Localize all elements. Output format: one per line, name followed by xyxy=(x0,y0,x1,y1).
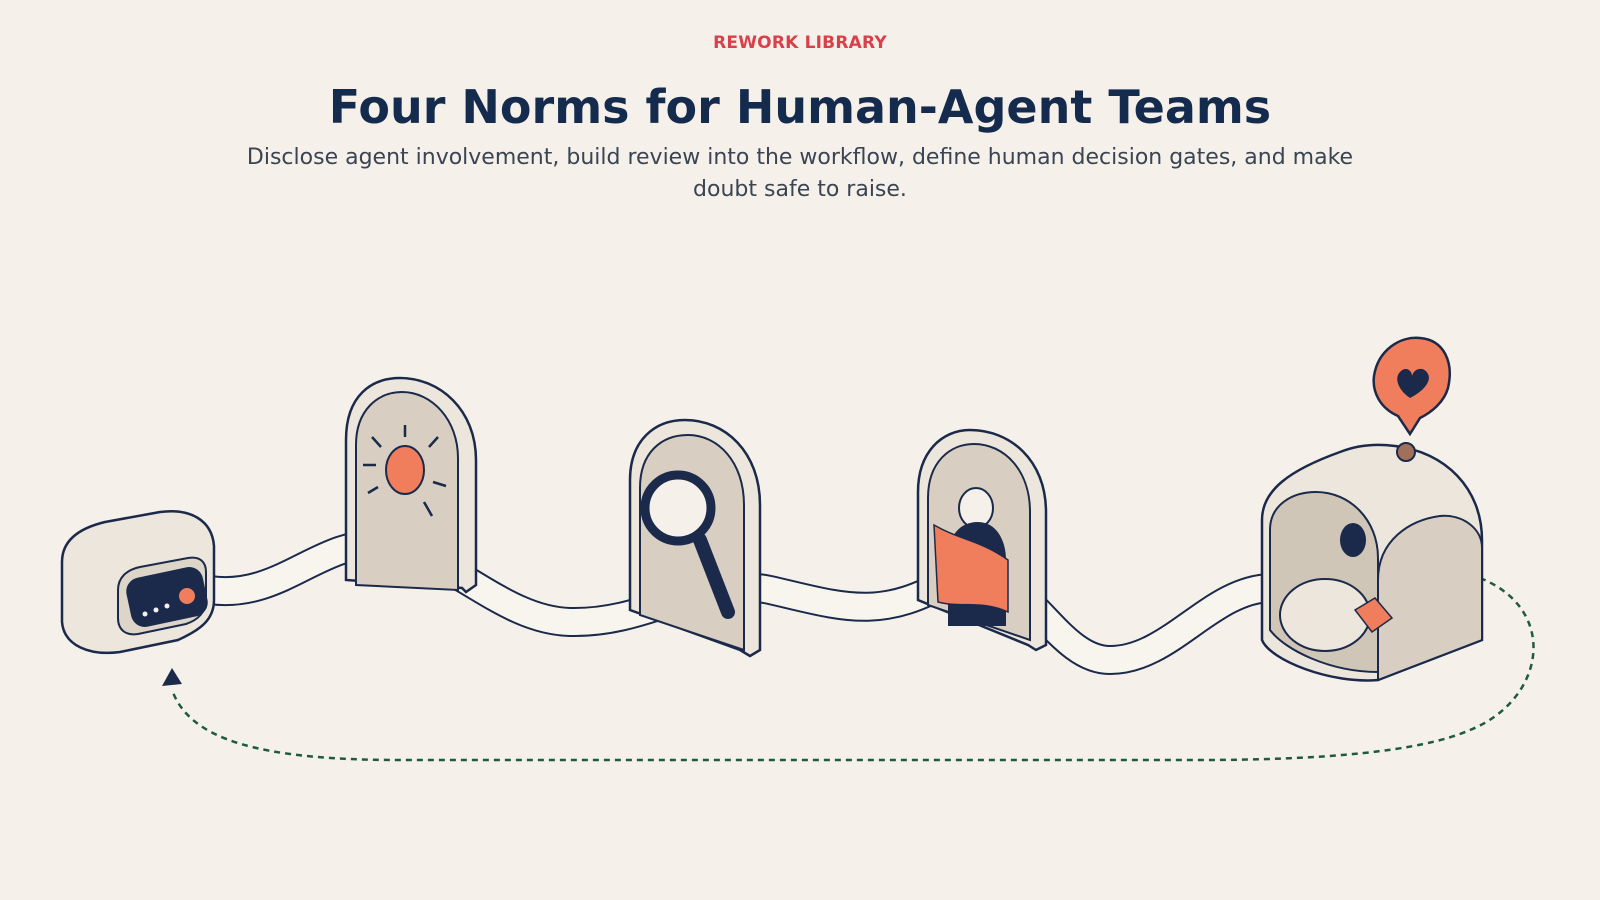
review-arch xyxy=(628,418,762,658)
safe-space-pod xyxy=(1260,336,1484,682)
human-gate-arch xyxy=(916,428,1048,652)
lightbulb-arch xyxy=(344,376,478,594)
agent-device-icon xyxy=(60,510,216,655)
page-subtitle: Disclose agent involvement, build review… xyxy=(246,145,1354,202)
lightbulb-icon xyxy=(363,425,447,517)
return-loop-path xyxy=(170,576,1535,762)
library-kicker: REWORK LIBRARY xyxy=(713,33,887,53)
human-gate-icon xyxy=(933,487,1009,626)
heart-speech-bubble-icon xyxy=(1372,336,1451,437)
page-title: Four Norms for Human-Agent Teams xyxy=(328,80,1272,134)
magnifying-glass-icon xyxy=(640,470,735,619)
return-arrowhead-icon xyxy=(162,668,182,686)
